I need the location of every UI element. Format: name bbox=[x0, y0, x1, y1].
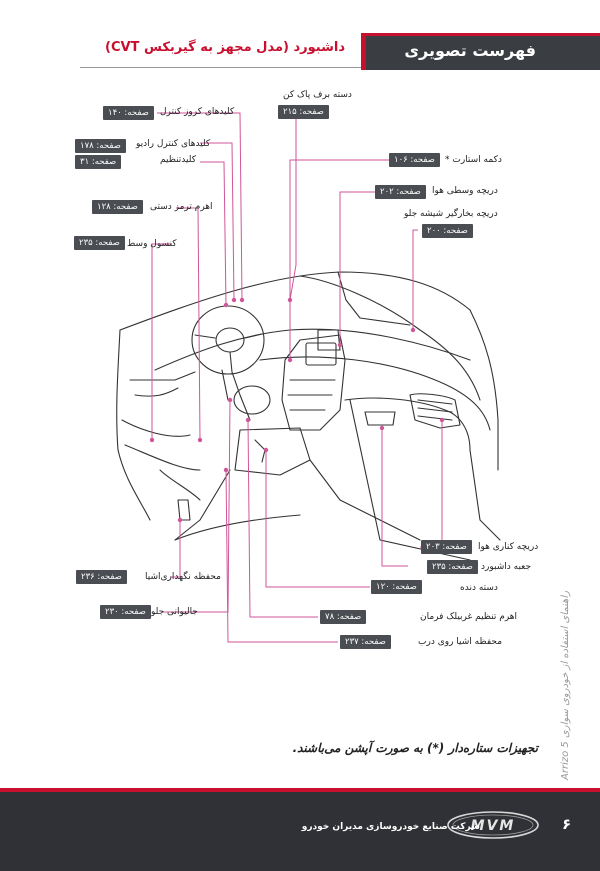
section-title: فهرست تصویری bbox=[404, 41, 536, 60]
callout-page-cup-holder: صفحه: ۲۳۰ bbox=[100, 605, 151, 619]
callout-page-adjust-key: صفحه: ۳۱ bbox=[75, 155, 122, 169]
optional-equipment-note: تجهیزات ستاره‌دار (*) به صورت آپشن می‌با… bbox=[292, 741, 538, 755]
callout-label-storage-box: محفظه نگهداری‌اشیا bbox=[145, 572, 221, 582]
callout-page-wiper: صفحه: ۲۱۵ bbox=[278, 105, 329, 119]
callout-page-center-console: صفحه: ۲۳۵ bbox=[74, 236, 125, 250]
callout-label-center-vent: دریچه وسطی هوا bbox=[432, 186, 498, 196]
mvm-logo: MVM bbox=[447, 811, 539, 839]
callout-page-gear-lever: صفحه: ۱۲۰ bbox=[371, 580, 422, 594]
logo-text: MVM bbox=[471, 818, 516, 834]
page-title: داشبورد (مدل مجهز به گیربکس CVT) bbox=[105, 40, 345, 55]
callout-page-storage-box: صفحه: ۲۳۶ bbox=[76, 570, 127, 584]
callout-label-steering-lever: اهرم تنظیم غربیلک فرمان bbox=[420, 612, 518, 622]
callout-label-handbrake: اهرم ترمز دستی bbox=[150, 202, 213, 212]
callout-page-radio-keys: صفحه: ۱۷۸ bbox=[75, 139, 126, 153]
callout-page-steering-lever: صفحه: ۷۸ bbox=[320, 610, 367, 624]
callout-page-door-pocket: صفحه: ۲۳۷ bbox=[340, 635, 391, 649]
header-bar bbox=[361, 36, 600, 70]
company-name: شرکت صنایع خودروسازی مدیران خودرو bbox=[301, 822, 480, 832]
callout-page-start-button: صفحه: ۱۰۶ bbox=[389, 153, 440, 167]
callout-label-gear-lever: دسته دنده bbox=[460, 583, 498, 593]
callout-label-radio-keys: کلیدهای کنترل رادیو bbox=[136, 139, 211, 149]
footer-bar bbox=[0, 788, 600, 871]
callout-label-adjust-key: کلیدتنظیم bbox=[160, 155, 197, 165]
callout-label-door-pocket: محفظه اشیا روی درب bbox=[418, 637, 503, 647]
callout-page-side-vent: صفحه: ۲۰۳ bbox=[421, 540, 472, 554]
callout-label-wiper: دسته برف پاک کن bbox=[283, 90, 352, 100]
callout-page-center-vent: صفحه: ۲۰۲ bbox=[375, 185, 426, 199]
callout-label-defrost-vent: دریچه بخارگیر شیشه جلو bbox=[404, 209, 498, 219]
callout-page-defrost-vent: صفحه: ۲۰۰ bbox=[422, 224, 473, 238]
side-vertical-text: راهنمای استفاده از خودروی سواری Arrizo 5 bbox=[560, 590, 571, 780]
page-number: ۶ bbox=[562, 815, 572, 833]
callout-label-glovebox: جعبه داشبورد bbox=[481, 562, 532, 572]
footer-accent-line bbox=[0, 788, 600, 792]
header-divider bbox=[80, 67, 361, 68]
callout-label-start-button: دکمه استارت * bbox=[445, 155, 502, 165]
callout-page-glovebox: صفحه: ۲۳۵ bbox=[427, 560, 478, 574]
callout-label-center-console: کنسول وسط bbox=[127, 239, 177, 249]
callout-label-cup-holder: جالیوانی جلو bbox=[151, 607, 198, 617]
callout-label-cruise: کلیدهای کروز کنترل bbox=[160, 107, 235, 117]
header-bar-accent bbox=[361, 36, 366, 70]
callout-label-side-vent: دریچه کناری هوا bbox=[478, 542, 539, 552]
callout-page-cruise: صفحه: ۱۴۰ bbox=[103, 106, 154, 120]
header-accent-line bbox=[361, 33, 600, 36]
callout-page-handbrake: صفحه: ۱۲۸ bbox=[92, 200, 143, 214]
